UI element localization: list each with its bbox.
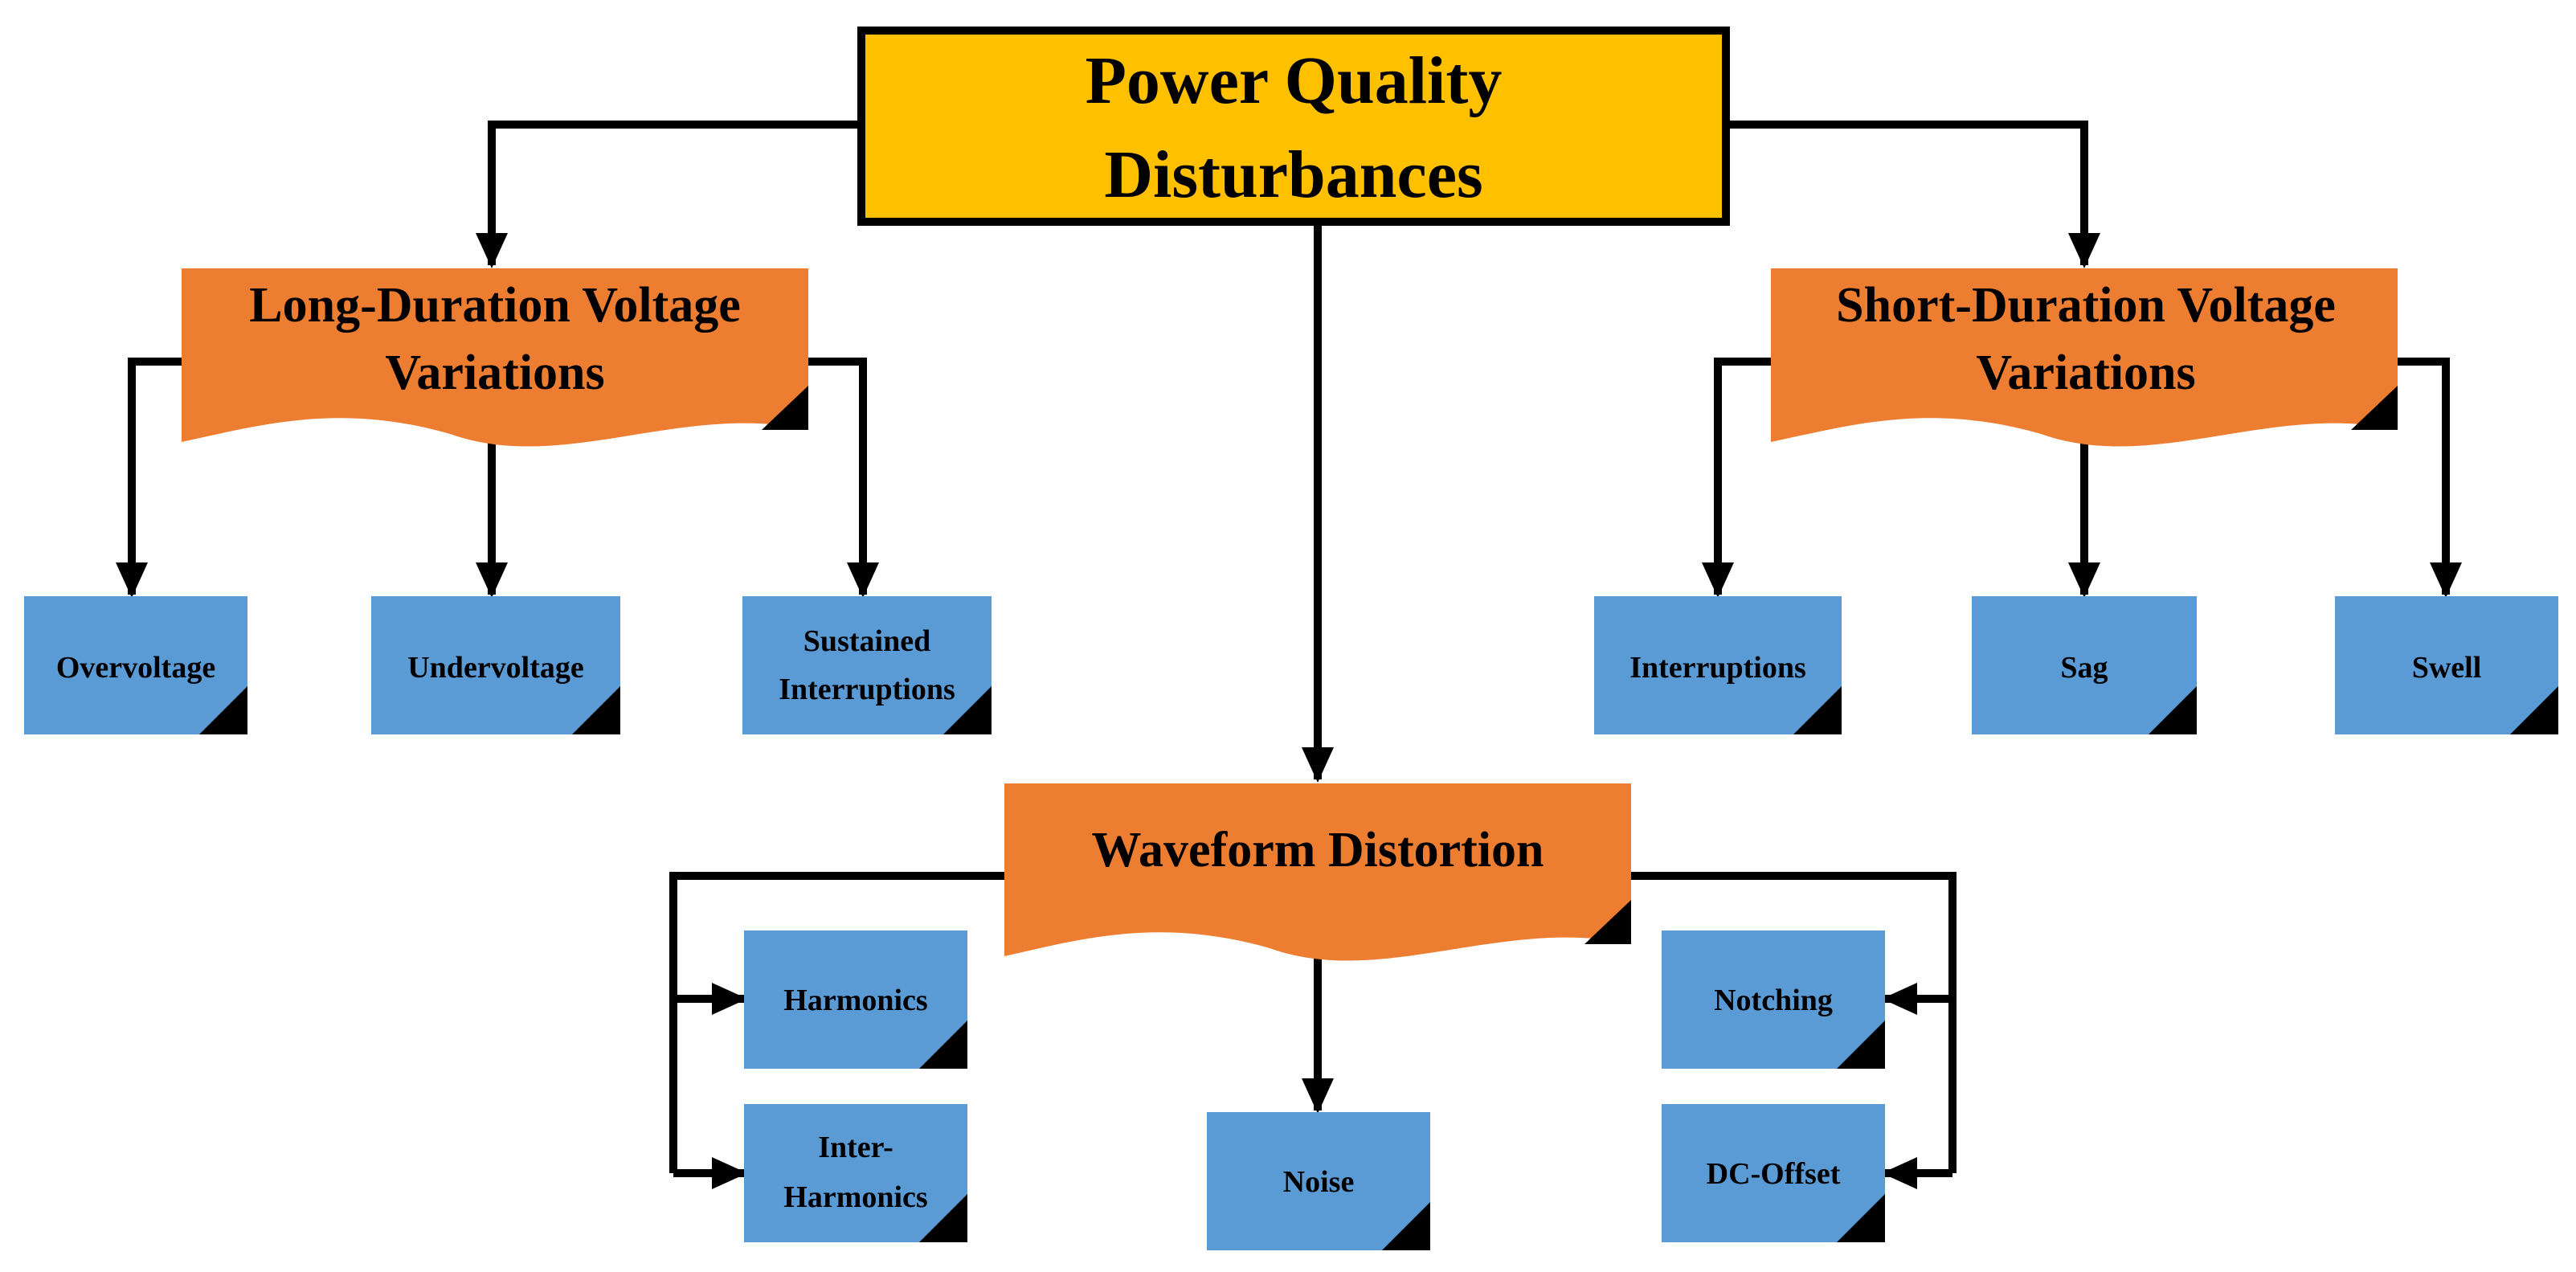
leaf-label-line1: Sustained [803, 624, 930, 658]
leaf-box [1662, 930, 1885, 1069]
leaf-inter-harmonics: Inter- Harmonics [744, 1104, 967, 1242]
leaf-sustained-interruptions: Sustained Interruptions [742, 596, 992, 734]
leaf-box [1662, 1104, 1885, 1242]
leaf-box [1207, 1112, 1430, 1250]
category-long-duration: Long-Duration Voltage Variations [182, 268, 808, 447]
leaf-corner-icon [2149, 686, 2197, 734]
leaf-box [24, 596, 247, 734]
leaf-label-line2: Interruptions [779, 673, 955, 706]
waveform-shape [1004, 783, 1631, 961]
short-duration-line1: Short-Duration Voltage [1836, 278, 2336, 333]
leaf-label: Swell [2412, 651, 2482, 685]
leaf-overvoltage: Overvoltage [24, 596, 247, 734]
leaf-corner-icon [1793, 686, 1842, 734]
connector-short-to-interruptions [1702, 358, 1771, 598]
short-duration-corner-icon [2351, 386, 2398, 430]
short-duration-shape [1771, 268, 2398, 447]
root-title-line1: Power Quality [1086, 43, 1503, 118]
leaf-box [744, 1104, 967, 1242]
leaf-corner-icon [919, 1020, 967, 1069]
leaf-label: Notching [1714, 984, 1833, 1017]
leaf-swell: Swell [2335, 596, 2558, 734]
leaf-corner-icon [1837, 1194, 1885, 1242]
leaf-corner-icon [199, 686, 247, 734]
leaf-label: Sag [2060, 651, 2108, 685]
leaf-label-line2: Harmonics [783, 1180, 927, 1214]
connectors [116, 121, 2462, 1189]
connector-root-to-long-duration [476, 121, 861, 268]
connector-waveform-right-bus [1631, 872, 1957, 1173]
waveform-label: Waveform Distortion [1091, 823, 1544, 877]
leaf-label-line1: Inter- [818, 1131, 893, 1164]
waveform-corner-icon [1584, 900, 1631, 944]
leaf-sag: Sag [1972, 596, 2197, 734]
leaf-corner-icon [943, 686, 992, 734]
category-waveform-distortion: Waveform Distortion [1004, 783, 1631, 961]
root-title-line2: Disturbances [1104, 137, 1482, 212]
leaf-undervoltage: Undervoltage [371, 596, 620, 734]
long-duration-line2: Variations [385, 346, 604, 400]
root-box [857, 27, 1730, 226]
connector-waveform-left-bus [669, 872, 1004, 1173]
leaf-corner-icon [1382, 1202, 1430, 1250]
leaf-label: Overvoltage [56, 651, 215, 685]
long-duration-line1: Long-Duration Voltage [249, 278, 740, 333]
category-short-duration: Short-Duration Voltage Variations [1771, 268, 2398, 447]
leaf-label: Interruptions [1629, 651, 1806, 685]
leaf-corner-icon [1837, 1020, 1885, 1069]
leaf-interruptions: Interruptions [1594, 596, 1842, 734]
leaf-notching: Notching [1662, 930, 1885, 1069]
leaf-corner-icon [2510, 686, 2558, 734]
leaf-box [2335, 596, 2558, 734]
leaf-label: DC-Offset [1707, 1157, 1841, 1191]
connector-long-to-sustained [808, 358, 879, 598]
leaf-harmonics: Harmonics [744, 930, 967, 1069]
leaf-dc-offset: DC-Offset [1662, 1104, 1885, 1242]
long-duration-corner-icon [762, 386, 808, 430]
connector-root-to-short-duration [1726, 121, 2100, 268]
leaf-noise: Noise [1207, 1112, 1430, 1250]
leaf-label: Harmonics [783, 984, 927, 1017]
root-node: Power Quality Disturbances [857, 27, 1730, 226]
connector-short-to-swell [2398, 358, 2462, 598]
leaf-box [1594, 596, 1842, 734]
leaf-corner-icon [919, 1194, 967, 1242]
connector-long-to-overvoltage [116, 358, 182, 598]
leaf-box [744, 930, 967, 1069]
leaf-box [1972, 596, 2197, 734]
long-duration-shape [182, 268, 808, 447]
leaf-label: Noise [1283, 1165, 1355, 1199]
leaf-label: Undervoltage [407, 651, 584, 685]
leaf-box [371, 596, 620, 734]
leaf-corner-icon [572, 686, 620, 734]
short-duration-line2: Variations [1976, 346, 2195, 400]
leaf-box [742, 596, 992, 734]
